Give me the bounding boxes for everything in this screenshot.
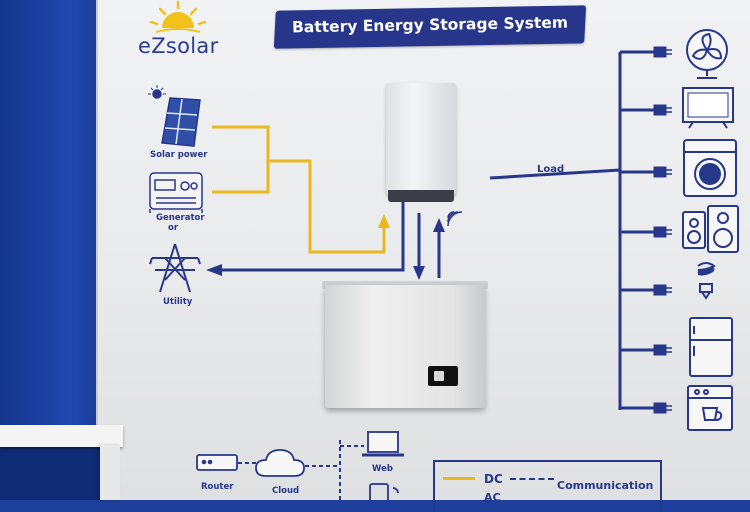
fridge-icon [689, 317, 733, 377]
utility-label: Utility [163, 297, 193, 307]
tv-icon [682, 87, 734, 129]
solar-label: Solar power [150, 150, 208, 160]
comm-lines [238, 440, 364, 500]
legend-comm-label: Communication [557, 479, 654, 492]
legend-dc-label: DC [484, 472, 503, 486]
brand-logo: eZsolar [138, 34, 219, 58]
light-bulb-icon [697, 262, 716, 300]
legend-dc-swatch [443, 477, 475, 480]
battery-charge-arrow [413, 266, 425, 280]
phone-icon [369, 483, 399, 500]
power-tower-icon [149, 243, 201, 293]
cloud-icon [255, 449, 305, 477]
battery-cabinet [325, 285, 485, 408]
cloud-label: Cloud [272, 486, 300, 496]
desk-shadow [0, 446, 100, 500]
load-branches [620, 46, 672, 414]
inverter-terminals [388, 190, 454, 202]
blue-wall [0, 0, 100, 500]
logo-sun-icon [149, 0, 207, 33]
battery-display [428, 366, 458, 386]
dc-lines [212, 125, 386, 254]
solar-panel-icon [148, 85, 201, 147]
desk-leg [100, 445, 120, 500]
generator-icon [149, 172, 203, 213]
laptop-icon [362, 431, 404, 457]
dc-arrow [378, 214, 390, 228]
battery-discharge-arrow [433, 218, 445, 232]
web-label: Web [372, 464, 393, 474]
load-label: Load [537, 164, 565, 175]
legend-comm-swatch [510, 478, 554, 480]
generator-label: Generator [156, 213, 205, 223]
legend-box [433, 460, 662, 512]
flow-diagram [148, 29, 739, 500]
router-label: Router [201, 482, 234, 492]
or-label: or [168, 223, 179, 233]
desk-top [0, 425, 123, 447]
coffee-machine-icon [687, 385, 733, 431]
speaker-icon [682, 205, 739, 253]
wifi-icon [447, 211, 463, 227]
utility-arrow [206, 264, 222, 276]
washing-machine-icon [683, 139, 737, 197]
router-icon [196, 454, 238, 471]
legend-ac-label: AC [484, 491, 501, 504]
fan-icon [686, 29, 728, 79]
hybrid-inverter [386, 83, 456, 195]
